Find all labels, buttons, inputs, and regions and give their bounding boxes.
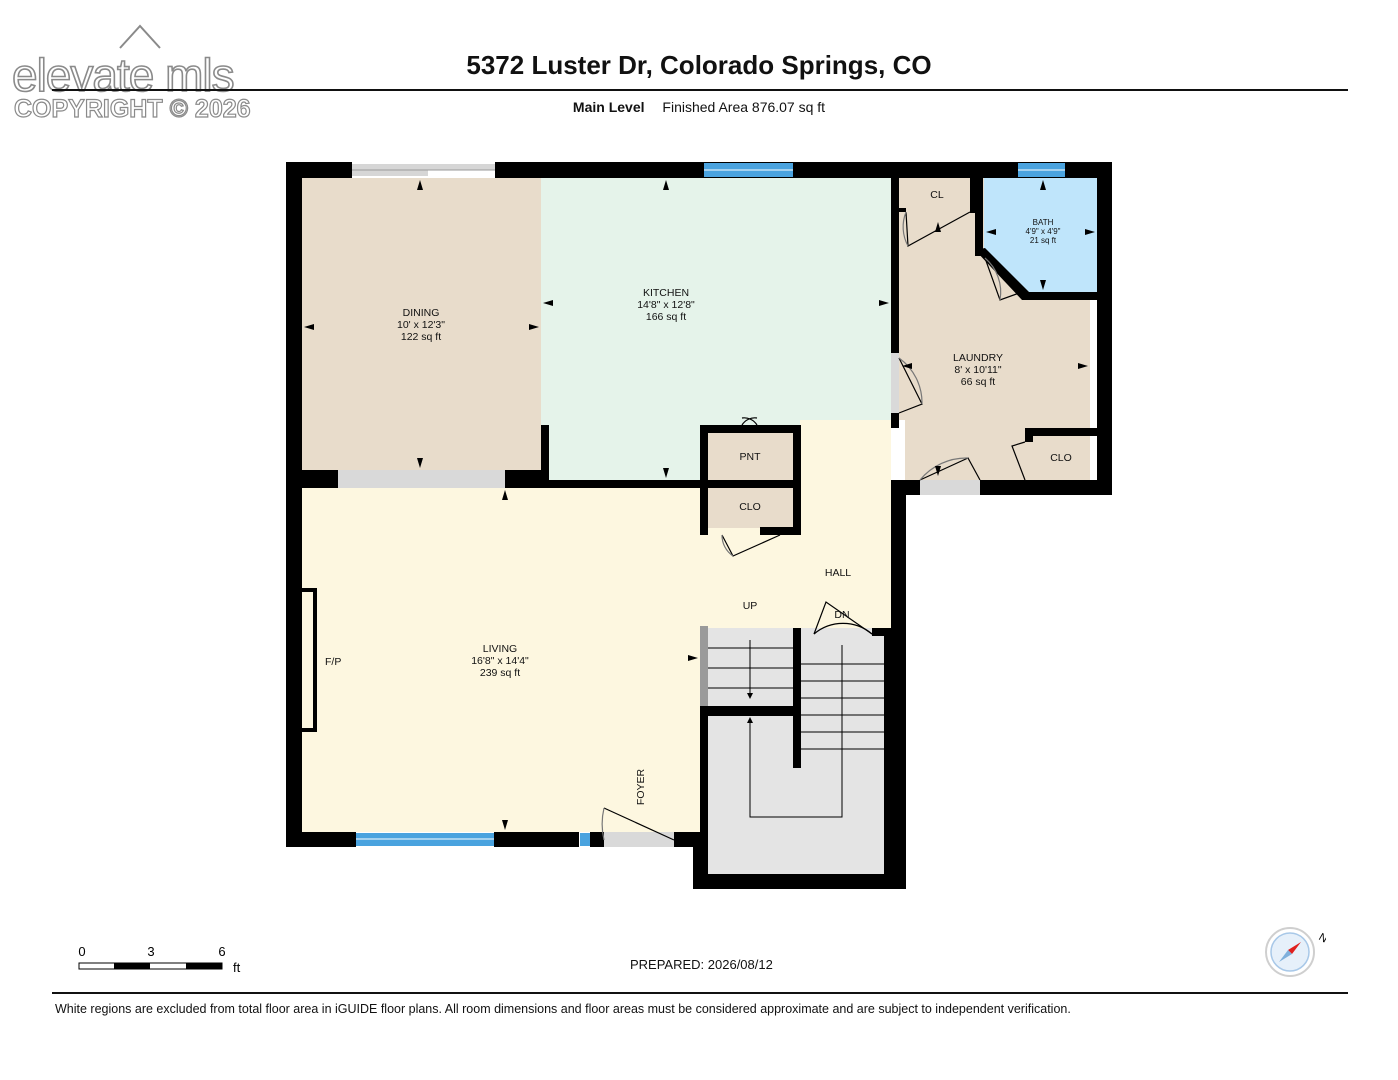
dining-label: DINING 10' x 12'3" 122 sq ft <box>397 307 445 343</box>
kitchen-label: KITCHEN 14'8" x 12'8" 166 sq ft <box>637 287 695 323</box>
bath-label: BATH 4'9" x 4'9" 21 sq ft <box>1026 218 1061 245</box>
dimension-arrows <box>304 180 1095 830</box>
pantry-floor <box>708 432 793 480</box>
scale-tick-6: 6 <box>218 944 225 959</box>
living-dims: 16'8" x 14'4" <box>471 655 529 667</box>
living-name: LIVING <box>483 643 517 655</box>
cl-closet-floor <box>898 178 974 212</box>
foyer-label: FOYER <box>635 768 647 805</box>
bath-dims: 4'9" x 4'9" <box>1026 227 1061 236</box>
stairs-up-label: UP <box>743 600 758 612</box>
level-label: Main Level <box>572 99 645 115</box>
laundry-area: 66 sq ft <box>961 376 996 388</box>
roof-logo-icon <box>119 24 161 49</box>
subtitle: Main Level Finished Area 876.07 sq ft <box>0 99 1398 115</box>
dining-floor <box>301 178 541 470</box>
door-swings <box>601 211 1026 841</box>
kitchen-name: KITCHEN <box>643 287 689 299</box>
windows <box>356 163 1065 846</box>
stairs <box>708 640 884 818</box>
stairs-down-label: DN <box>834 609 849 621</box>
fireplace-label: F/P <box>325 656 341 668</box>
laundry-closet-label: CLO <box>1050 452 1072 464</box>
bath-area: 21 sq ft <box>1030 236 1057 245</box>
laundry-label: LAUNDRY 8' x 10'11" 66 sq ft <box>953 352 1003 388</box>
prepared-date: PREPARED: 2026/08/12 <box>630 957 773 972</box>
laundry-dims: 8' x 10'11" <box>954 364 1002 376</box>
living-area: 239 sq ft <box>480 667 520 679</box>
laundry-name: LAUNDRY <box>953 352 1003 364</box>
disclaimer-text: White regions are excluded from total fl… <box>55 1002 1071 1016</box>
page-title: 5372 Luster Dr, Colorado Springs, CO <box>466 50 932 80</box>
laundry-closet-floor <box>1033 436 1089 480</box>
footer-divider <box>52 992 1348 994</box>
scale-bar-graphic: 0 3 6 ft <box>78 944 241 975</box>
scale-bar: 0 3 6 ft <box>78 944 258 978</box>
compass-icon: N <box>1262 924 1329 985</box>
cl-label: CL <box>930 189 944 201</box>
kitchen-area: 166 sq ft <box>646 311 686 323</box>
logo-copyright-text: COPYRIGHT © 2026 <box>13 95 251 123</box>
bath-name: BATH <box>1033 218 1054 227</box>
living-label: LIVING 16'8" x 14'4" 239 sq ft <box>471 643 529 679</box>
dining-area: 122 sq ft <box>401 331 441 343</box>
scale-tick-3: 3 <box>147 944 154 959</box>
hall-label: HALL <box>825 567 851 579</box>
closet-label: CLO <box>739 501 761 513</box>
fireplace <box>298 588 317 732</box>
openings <box>338 162 980 847</box>
header-divider <box>52 89 1348 91</box>
compass-north-label: N <box>1317 931 1327 945</box>
kitchen-dims: 14'8" x 12'8" <box>637 299 695 311</box>
dining-name: DINING <box>403 307 440 319</box>
closet-floor <box>708 488 793 528</box>
finished-area-label: Finished Area 876.07 sq ft <box>662 99 826 115</box>
scale-unit: ft <box>233 960 241 975</box>
dining-dims: 10' x 12'3" <box>397 319 445 331</box>
exterior-walls <box>286 162 1112 889</box>
scale-tick-0: 0 <box>78 944 85 959</box>
pantry-label: PNT <box>740 451 762 463</box>
bath-floor <box>984 178 1097 293</box>
